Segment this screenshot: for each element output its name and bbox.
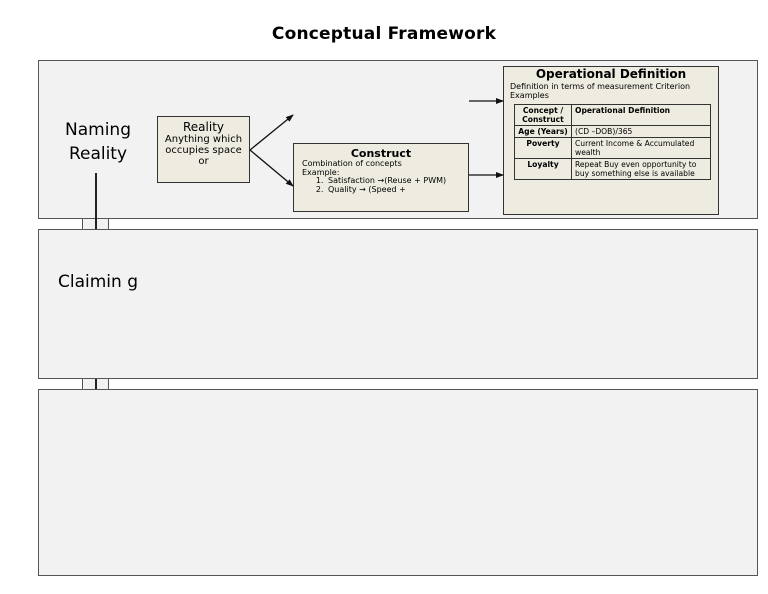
operational-definition-table: Concept / Construct Operational Definiti… [514, 104, 711, 180]
reality-box: Reality Anything which occupies space or [157, 116, 250, 183]
construct-box: Construct Combination of concepts Exampl… [293, 143, 469, 212]
operational-definition-subtitle: Definition in terms of measurement Crite… [510, 82, 691, 100]
panel-connector [82, 219, 109, 229]
reality-title: Reality [182, 120, 224, 134]
list-item: Quality → (Speed + [326, 185, 468, 195]
table-cell-definition: Repeat Buy even opportunity to buy somet… [571, 158, 711, 180]
list-item: Satisfaction →(Reuse + PWM) [326, 176, 468, 186]
arrow-up [249, 114, 294, 151]
claiming-label: Claimin g [58, 272, 138, 292]
construct-example-label: Example: [302, 167, 340, 177]
empty-panel [38, 389, 758, 576]
table-header-row: Concept / Construct Operational Definiti… [514, 104, 711, 126]
construct-title: Construct [350, 147, 412, 160]
operational-definition-box: Operational Definition Definition in ter… [503, 66, 719, 215]
construct-description: Combination of concepts [302, 159, 402, 168]
claiming-panel [38, 229, 758, 379]
table-row: Poverty Current Income & Accumulated wea… [514, 137, 711, 159]
reality-description: Anything which occupies space or [164, 134, 243, 167]
table-cell-definition: Current Income & Accumulated wealth [571, 137, 711, 159]
arrow-down [249, 149, 294, 187]
table-row: Age (Years) (CD –DOB)/365 [514, 125, 711, 138]
page-title: Conceptual Framework [271, 24, 497, 44]
table-row: Loyalty Repeat Buy even opportunity to b… [514, 158, 711, 180]
panel-connector [82, 379, 109, 389]
operational-definition-title: Operational Definition [535, 67, 687, 81]
construct-example-list: Satisfaction →(Reuse + PWM) Quality → (S… [294, 176, 468, 195]
naming-reality-label: Naming Reality [65, 120, 131, 164]
connector-line [95, 173, 97, 219]
